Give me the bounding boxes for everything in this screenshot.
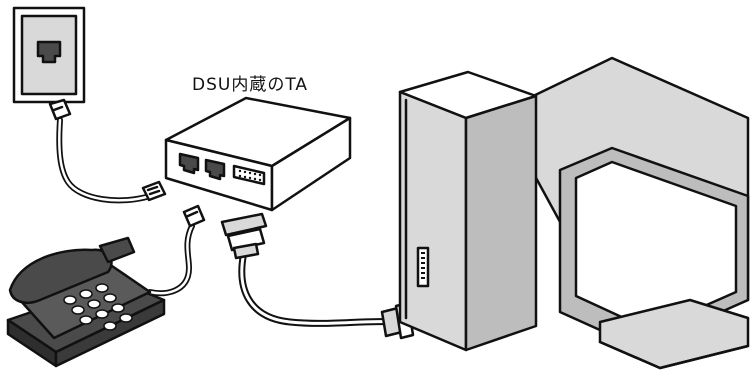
modular-plug-icon (141, 180, 167, 202)
desk-phone-icon (6, 236, 166, 368)
serial-connector-icon (220, 212, 268, 260)
pc-tower-icon (398, 70, 538, 352)
crt-monitor-icon (498, 56, 750, 370)
modular-plug-icon (182, 204, 206, 228)
modular-plug-icon (48, 98, 72, 121)
serial-cable (220, 212, 415, 340)
modular-line-cable-phone (147, 204, 206, 297)
terminal-adapter-icon (164, 96, 352, 212)
ta-label: DSU内蔵のTA (192, 75, 309, 95)
wall-socket-icon (12, 6, 86, 104)
modular-line-cable-wall (48, 98, 167, 204)
